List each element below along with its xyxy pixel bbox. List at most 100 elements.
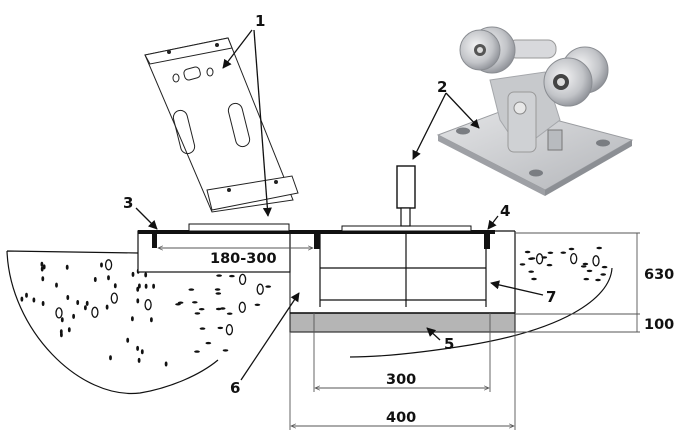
soil-speck — [216, 274, 222, 277]
soil-speck — [66, 295, 70, 300]
soil-speck — [107, 275, 110, 281]
soil-speck — [222, 349, 229, 352]
soil-speck — [25, 292, 28, 298]
soil-speck — [126, 337, 130, 343]
callout-6: 6 — [230, 379, 240, 397]
foundation-section — [137, 165, 516, 333]
soil-speck — [131, 271, 135, 277]
soil-speck — [150, 317, 153, 323]
soil-speck — [104, 259, 113, 271]
soil-speck — [138, 283, 141, 289]
callout-1: 1 — [255, 12, 265, 30]
soil-speck — [592, 255, 600, 267]
soil-speck — [595, 278, 601, 282]
soil-speck — [164, 361, 168, 367]
soil-speck — [529, 257, 536, 260]
soil-speck — [41, 276, 45, 282]
dim-gap-label: 180-300 — [210, 251, 277, 267]
soil-speck — [152, 283, 156, 289]
soil-speck — [91, 306, 99, 318]
soil-speck — [229, 274, 235, 278]
soil-speck — [600, 273, 606, 276]
soil-speck — [560, 251, 567, 254]
dim-inner-width-label: 300 — [386, 372, 416, 388]
soil-speck — [547, 251, 554, 254]
dim-outer-width-label: 400 — [386, 410, 416, 426]
soil-speck — [72, 313, 75, 319]
soil-speck — [40, 261, 44, 267]
soil-speck — [238, 273, 247, 286]
soil-speck — [225, 324, 234, 336]
callout-3: 3 — [123, 194, 133, 212]
dimension-lines — [158, 232, 640, 430]
soil-speck — [20, 296, 24, 302]
callout-5: 5 — [444, 335, 454, 353]
soil-speck — [136, 298, 140, 304]
soil-speck — [199, 327, 206, 330]
soil-speck — [67, 327, 71, 333]
soil-speck — [60, 317, 64, 323]
soil-speck — [136, 345, 140, 351]
soil-speck — [580, 265, 587, 268]
soil-speck — [144, 272, 148, 278]
concrete-slab — [289, 312, 516, 333]
soil-speck — [226, 312, 233, 315]
soil-speck — [535, 253, 544, 265]
soil-speck — [214, 288, 221, 291]
soil-speck — [583, 277, 590, 281]
callout-7: 7 — [546, 288, 556, 306]
soil-speck — [586, 269, 593, 273]
soil-speck — [194, 350, 200, 353]
soil-speck — [65, 264, 69, 270]
soil-speck — [198, 308, 205, 311]
soil-speck — [265, 285, 272, 288]
soil-left — [6, 250, 272, 395]
dim-depth-label: 630 — [644, 267, 674, 283]
soil-speck — [85, 300, 89, 306]
soil-speck — [531, 277, 537, 281]
soil-speck — [41, 301, 45, 306]
callout-4: 4 — [500, 202, 510, 220]
soil-speck — [136, 286, 140, 292]
soil-speck — [192, 301, 198, 304]
soil-speck — [188, 288, 195, 291]
soil-speck — [144, 299, 152, 311]
soil-speck — [582, 262, 589, 266]
soil-speck — [113, 283, 117, 289]
soil-speck — [32, 297, 36, 303]
soil-texture — [20, 259, 272, 367]
soil-speck — [59, 329, 63, 335]
soil-speck — [194, 312, 201, 315]
soil-speck — [93, 277, 97, 282]
soil-speck — [137, 357, 141, 363]
soil-texture — [519, 246, 608, 282]
soil-speck — [84, 305, 87, 311]
soil-speck — [105, 304, 109, 310]
roller-carriage-icon — [436, 26, 634, 196]
callout-2: 2 — [437, 78, 447, 96]
callout-leaders — [135, 29, 544, 381]
soil-speck — [205, 341, 212, 345]
soil-speck — [541, 256, 548, 259]
soil-speck — [596, 246, 602, 250]
soil-speck — [519, 263, 526, 266]
soil-speck — [40, 266, 44, 272]
soil-speck — [76, 300, 80, 305]
soil-speck — [55, 307, 63, 319]
soil-speck — [131, 316, 134, 322]
soil-speck — [217, 326, 224, 330]
soil-speck — [546, 263, 553, 267]
soil-speck — [55, 282, 58, 288]
dim-slab-label: 100 — [644, 317, 674, 333]
soil-speck — [568, 247, 575, 251]
soil-speck — [177, 301, 184, 304]
soil-speck — [528, 270, 534, 273]
soil-speck — [109, 355, 112, 361]
mounting-plate-icon — [144, 37, 299, 213]
soil-speck — [570, 252, 578, 265]
soil-right — [349, 246, 613, 358]
soil-speck — [256, 283, 264, 295]
soil-speck — [140, 349, 144, 355]
soil-speck — [100, 262, 103, 268]
